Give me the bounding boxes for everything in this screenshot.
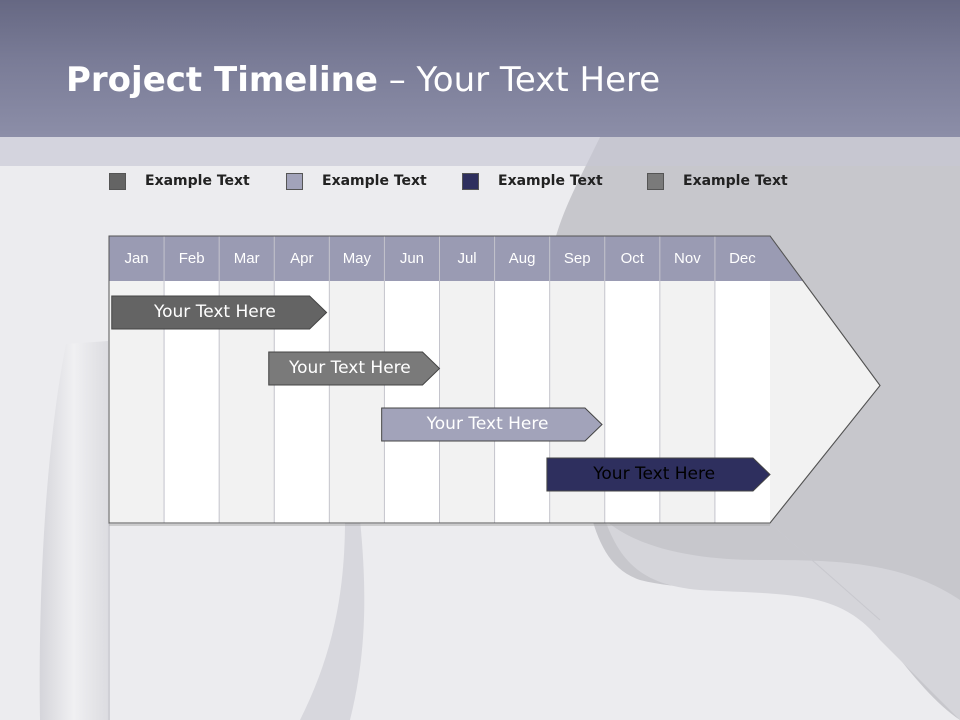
month-header bbox=[274, 236, 330, 281]
month-label: Feb bbox=[178, 250, 205, 267]
month-header bbox=[604, 236, 660, 281]
page-title: Project Timeline – Your Text Here bbox=[66, 60, 660, 100]
month-header bbox=[659, 236, 715, 281]
month-header bbox=[549, 236, 605, 281]
legend-swatch bbox=[109, 172, 126, 190]
task-label: Your Text Here bbox=[288, 358, 411, 378]
month-header bbox=[219, 236, 275, 281]
month-label: Jul bbox=[457, 250, 477, 267]
month-label: Sep bbox=[563, 250, 591, 267]
month-column bbox=[494, 281, 550, 523]
task-bar bbox=[381, 407, 603, 442]
task-bar bbox=[268, 351, 441, 386]
month-label: Jan bbox=[124, 250, 149, 267]
legend-swatch bbox=[647, 172, 664, 190]
legend-swatch bbox=[462, 172, 479, 190]
month-label: May bbox=[342, 250, 372, 267]
month-label: Mar bbox=[233, 250, 260, 267]
legend-label: Example Text bbox=[683, 173, 788, 189]
month-label: Oct bbox=[620, 250, 644, 267]
task-label: Your Text Here bbox=[426, 414, 549, 434]
month-label: Aug bbox=[508, 250, 536, 267]
task-bar bbox=[111, 295, 328, 330]
title-bold: Project Timeline bbox=[66, 60, 378, 100]
month-header bbox=[109, 236, 165, 281]
month-header bbox=[329, 236, 385, 281]
legend-swatch bbox=[286, 172, 303, 190]
legend-item: Example Text bbox=[647, 170, 788, 192]
task-bar bbox=[546, 457, 771, 492]
legend-item: Example Text bbox=[286, 170, 427, 192]
sub-band bbox=[0, 137, 960, 166]
legend-label: Example Text bbox=[498, 173, 603, 189]
month-label: Nov bbox=[674, 250, 701, 267]
task-label: Your Text Here bbox=[154, 302, 276, 322]
legend-label: Example Text bbox=[322, 173, 427, 189]
month-label: Apr bbox=[290, 250, 314, 267]
month-header bbox=[164, 236, 220, 281]
month-column bbox=[384, 281, 440, 523]
month-label: Jun bbox=[399, 250, 425, 267]
timeline-outline bbox=[108, 235, 881, 524]
legend-label: Example Text bbox=[145, 173, 250, 189]
title-rest: – Your Text Here bbox=[377, 60, 661, 100]
month-header bbox=[714, 236, 770, 281]
month-header bbox=[384, 236, 440, 281]
legend-item: Example Text bbox=[462, 170, 603, 192]
month-header bbox=[494, 236, 550, 281]
month-column bbox=[329, 281, 385, 523]
month-header bbox=[439, 236, 495, 281]
task-label: Your Text Here bbox=[593, 464, 716, 484]
month-column bbox=[439, 281, 495, 523]
month-label: Dec bbox=[729, 250, 756, 267]
title-band bbox=[0, 0, 960, 137]
legend-item: Example Text bbox=[109, 170, 250, 192]
